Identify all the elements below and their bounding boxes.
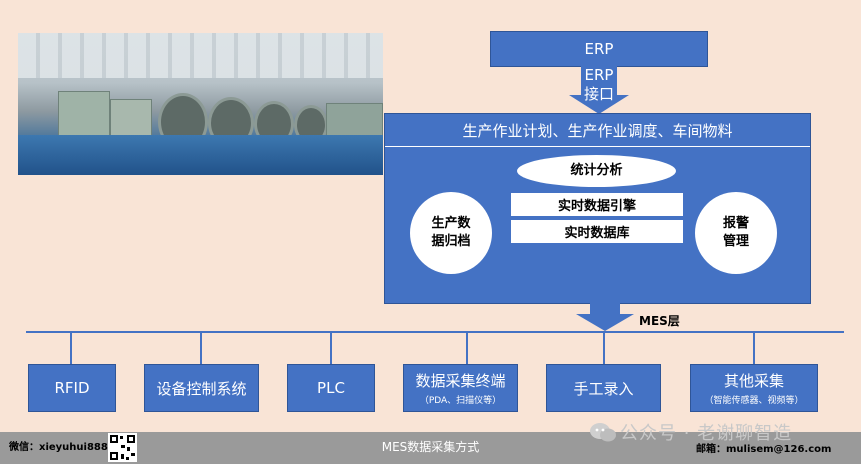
bus-drop [200, 332, 202, 364]
bus-line [26, 331, 844, 333]
module-label: 数据采集终端 [415, 372, 506, 390]
production-archive-circle: 生产数 据归档 [410, 192, 492, 274]
wechat-id: 微信：xieyuhui888 [9, 442, 108, 453]
erp-label: ERP [584, 40, 614, 58]
module-label: PLC [317, 379, 345, 397]
module-label: 手工录入 [573, 379, 634, 398]
module-label: 其他采集 [723, 372, 784, 390]
module-rfid: RFID [28, 364, 116, 412]
bus-drop [603, 332, 605, 364]
module-sublabel: （PDA、扫描仪等） [419, 396, 502, 406]
module-label: RFID [54, 379, 90, 397]
footer-bar [0, 432, 861, 464]
module-other-collection: 其他采集 （智能传感器、视频等） [690, 364, 818, 412]
bus-drop [70, 332, 72, 364]
watermark: 公众号 · 老谢聊智造 [620, 423, 793, 444]
module-equipment-control: 设备控制系统 [144, 364, 259, 412]
module-sublabel: （智能传感器、视频等） [704, 396, 804, 406]
caption: MES数据采集方式 [381, 440, 480, 454]
module-plc: PLC [287, 364, 375, 412]
mes-title: 生产作业计划、生产作业调度、车间物料 [385, 114, 810, 147]
module-manual-entry: 手工录入 [546, 364, 661, 412]
stats-ellipse: 统计分析 [517, 155, 676, 187]
erp-interface-label: ERP 接口 [583, 66, 614, 103]
wechat-icon [590, 423, 616, 442]
factory-photo [18, 33, 383, 175]
mes-layer-label: MES层 [639, 314, 680, 328]
erp-interface-arrow [569, 65, 629, 114]
email: 邮箱：mulisem@126.com [696, 444, 832, 455]
qr-code-icon [108, 433, 137, 462]
bus-drop [466, 332, 468, 364]
realtime-engine-box: 实时数据引擎 [511, 193, 683, 216]
module-data-terminal: 数据采集终端 （PDA、扫描仪等） [403, 364, 518, 412]
bus-drop [753, 332, 755, 364]
mes-box: 生产作业计划、生产作业调度、车间物料 统计分析 生产数 据归档 实时数据引擎 实… [384, 113, 811, 304]
mes-layer-arrow [576, 302, 634, 331]
realtime-db-box: 实时数据库 [511, 220, 683, 243]
alarm-circle: 报警 管理 [695, 192, 777, 274]
bus-drop [330, 332, 332, 364]
module-label: 设备控制系统 [156, 379, 247, 398]
erp-box: ERP [490, 31, 708, 67]
